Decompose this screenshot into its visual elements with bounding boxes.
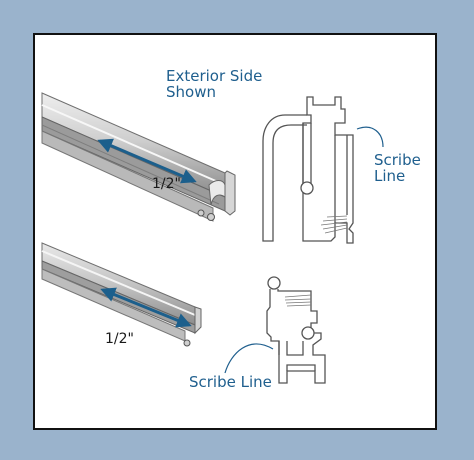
diagram-panel: Exterior Side Shown Scribe Line Scribe L… — [33, 33, 437, 430]
scribe-line-label-upper: Scribe Line — [374, 151, 421, 185]
dimension-arrow-upper — [97, 138, 197, 184]
scribe-line-leader-upper — [356, 126, 384, 148]
dimension-label-upper: 1/2" — [152, 176, 181, 192]
exterior-side-label: Exterior Side Shown — [166, 67, 263, 101]
lower-profile-cross-section — [266, 276, 326, 384]
extrusion-diagram — [41, 92, 384, 384]
dimension-arrow-lower — [100, 287, 192, 328]
scribe-line-leader-lower — [224, 343, 274, 374]
upper-brush-seal — [320, 215, 348, 234]
scribe-line-label-lower: Scribe Line — [189, 373, 272, 391]
lower-brush-seal — [284, 294, 312, 307]
upper-profile-cross-section — [262, 96, 354, 244]
dimension-label-lower: 1/2" — [105, 331, 134, 347]
